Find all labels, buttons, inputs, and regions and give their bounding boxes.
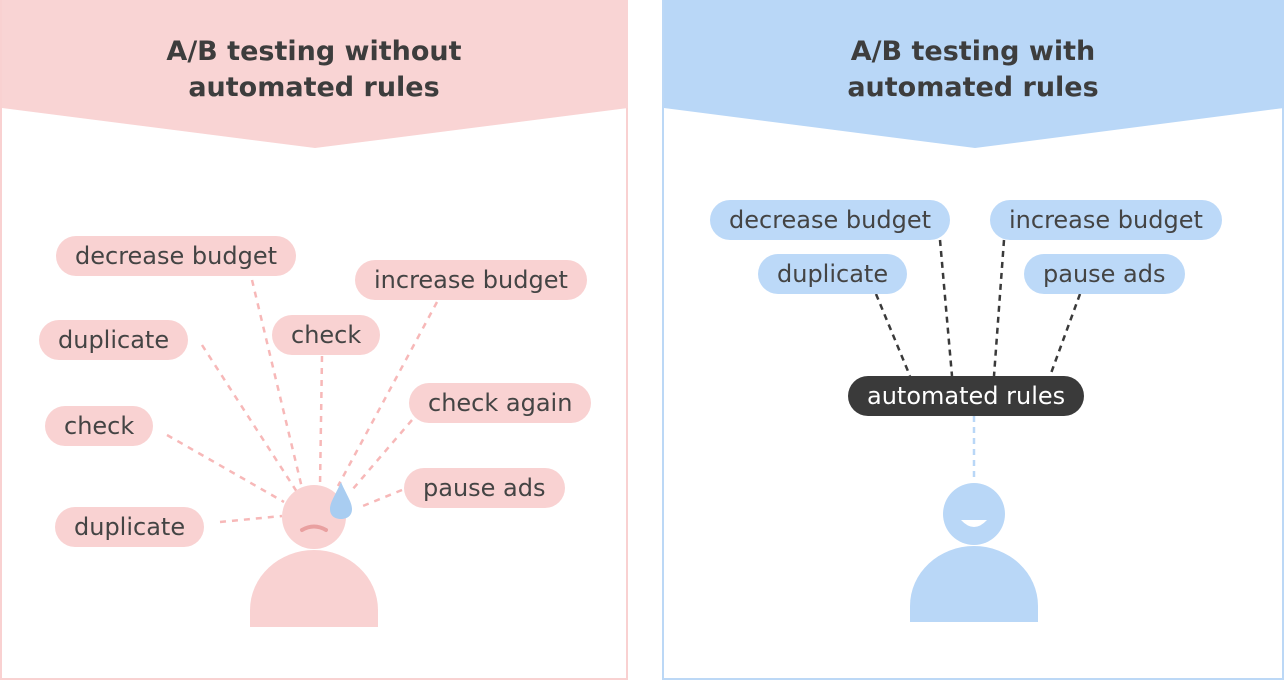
task-pill-check-again: check again <box>409 383 592 423</box>
stressed-person-figure <box>250 482 378 627</box>
task-pill-check: check <box>272 315 381 355</box>
person-body-icon <box>250 550 378 627</box>
task-pill-duplicate: duplicate <box>55 507 205 547</box>
automated-rules-hub: automated rules <box>848 376 1085 416</box>
task-pill-increase-budget: increase budget <box>990 200 1222 240</box>
task-pill-increase-budget: increase budget <box>355 260 587 300</box>
task-pill-decrease-budget: decrease budget <box>710 200 950 240</box>
person-head-icon <box>282 485 346 549</box>
left-panel-title: A/B testing without automated rules <box>166 36 462 103</box>
left-header-shape <box>2 0 628 148</box>
task-pill-decrease-budget: decrease budget <box>56 236 296 276</box>
sweat-drop-icon <box>330 482 352 519</box>
person-body-icon <box>910 546 1038 622</box>
happy-person-figure <box>910 483 1038 622</box>
right-header-shape <box>664 0 1284 148</box>
smile-icon <box>961 520 987 527</box>
frown-icon <box>300 524 328 532</box>
right-connector-lines <box>874 239 1082 482</box>
right-panel-title: A/B testing with automated rules <box>847 36 1099 103</box>
task-pill-pause-ads: pause ads <box>404 468 565 508</box>
left-panel: A/B testing without automated rules decr… <box>0 0 628 680</box>
task-pill-pause-ads: pause ads <box>1024 254 1185 294</box>
task-pill-duplicate: duplicate <box>39 320 189 360</box>
right-panel: A/B testing with automated rules decreas… <box>662 0 1284 680</box>
person-head-icon <box>943 483 1005 545</box>
task-pill-duplicate: duplicate <box>758 254 908 294</box>
left-connector-lines <box>166 279 439 524</box>
task-pill-check: check <box>45 406 154 446</box>
